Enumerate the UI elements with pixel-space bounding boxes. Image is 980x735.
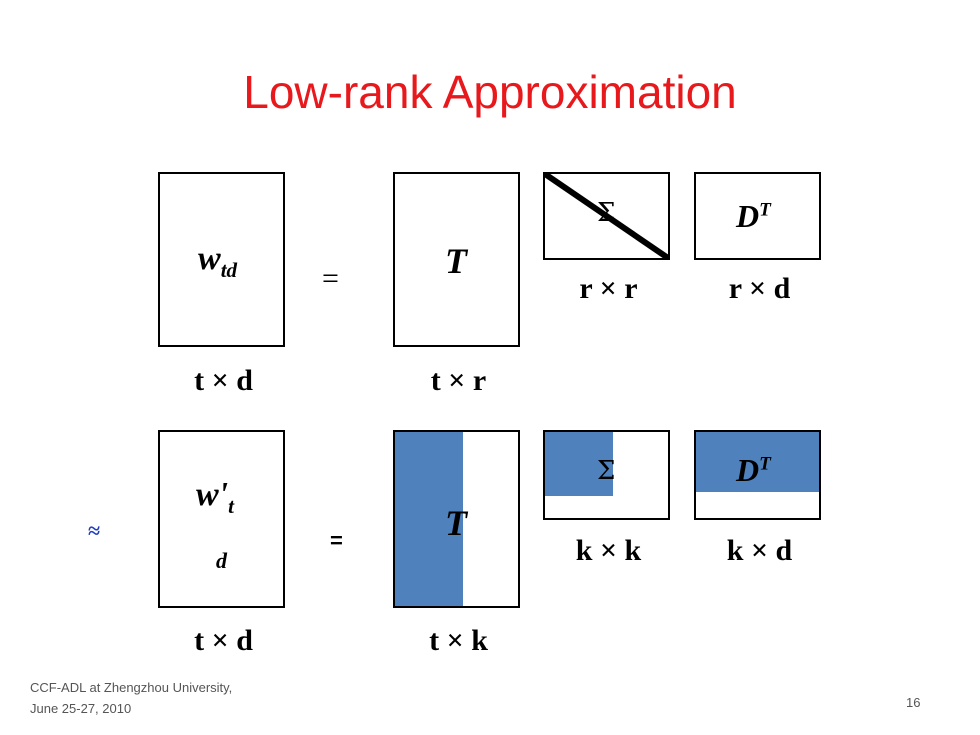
diagonal-line: [545, 174, 668, 258]
matrix-dt-label: DT: [736, 198, 771, 234]
matrix-w-prime-sub-d: d: [216, 548, 227, 573]
matrix-t: T: [393, 172, 520, 347]
matrix-dt: DT: [694, 172, 821, 260]
dim-dt-k: k × d: [726, 534, 793, 567]
dim-dt: r × d: [728, 272, 791, 305]
dim-wtd: t × d: [194, 364, 253, 397]
approx-sign: ≈: [88, 518, 101, 543]
sigma-label: Σ: [597, 198, 616, 228]
dim-sigma-k: k × k: [575, 534, 642, 567]
equals-sign-1: =: [322, 262, 339, 295]
dim-sigma: r × r: [579, 272, 638, 305]
sigma-k-label: Σ: [597, 456, 616, 486]
footer-line-2: June 25-27, 2010: [30, 701, 132, 716]
matrix-dt-k-label: DT: [736, 452, 771, 488]
matrix-w-prime: w't d: [158, 430, 285, 608]
matrix-t-k-fill: [395, 432, 463, 606]
dim-t-k: t × k: [429, 624, 488, 657]
footer-line-1: CCF-ADL at Zhengzhou University,: [30, 680, 233, 695]
dim-t: t × r: [430, 364, 487, 397]
matrix-w-prime-label: w't: [196, 476, 234, 518]
matrix-w-td: wtd: [158, 172, 285, 347]
slide-title: Low-rank Approximation: [243, 66, 737, 118]
matrix-dt-k-fill: [696, 432, 819, 492]
matrix-sigma-k-fill: [545, 432, 613, 496]
equals-sign-2: =: [330, 528, 343, 553]
matrix-t-k: T: [393, 430, 520, 608]
matrix-sigma: Σ: [543, 172, 670, 260]
matrix-t-k-label: T: [445, 503, 467, 543]
dim-w-prime: t × d: [194, 624, 253, 657]
matrix-dt-k: DT: [694, 430, 821, 520]
matrix-t-label: T: [445, 241, 467, 281]
matrix-w-td-label: wtd: [198, 240, 238, 282]
page-number: 16: [906, 695, 921, 710]
matrix-sigma-k: Σ: [543, 430, 670, 520]
